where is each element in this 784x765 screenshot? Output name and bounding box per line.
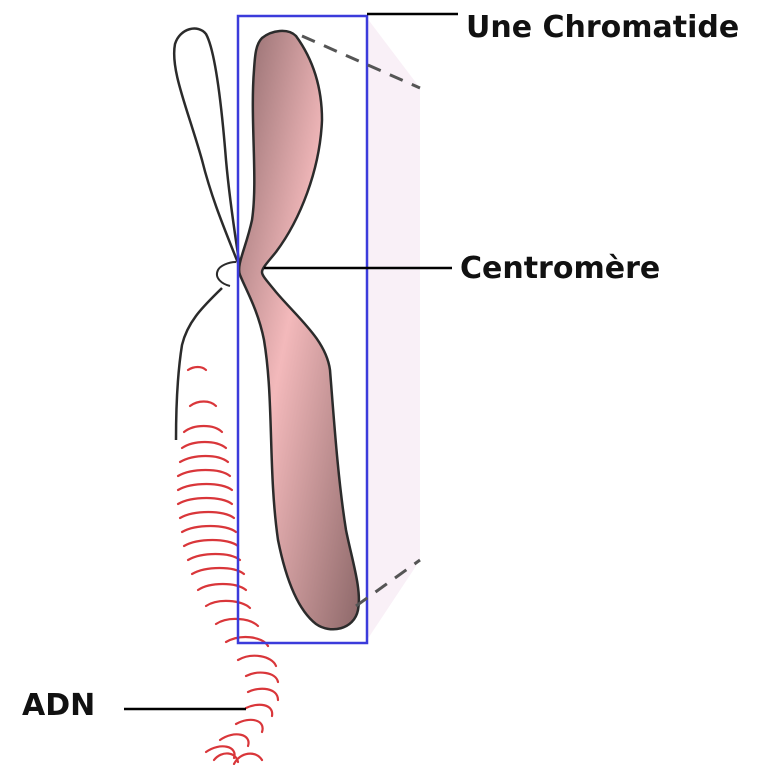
chromatid-label: Une Chromatide (466, 10, 739, 45)
centromere-notch (217, 262, 236, 286)
zoom-projection-area (367, 18, 420, 640)
dna-label: ADN (22, 688, 95, 723)
centromere-label: Centromère (460, 251, 660, 286)
projection-dashed-line-top (302, 36, 420, 88)
left-chromatid-outline (174, 29, 240, 268)
chromatid-shape (239, 31, 359, 629)
left-chromatid-lower-outline (176, 288, 222, 440)
dna-coils (178, 367, 278, 764)
